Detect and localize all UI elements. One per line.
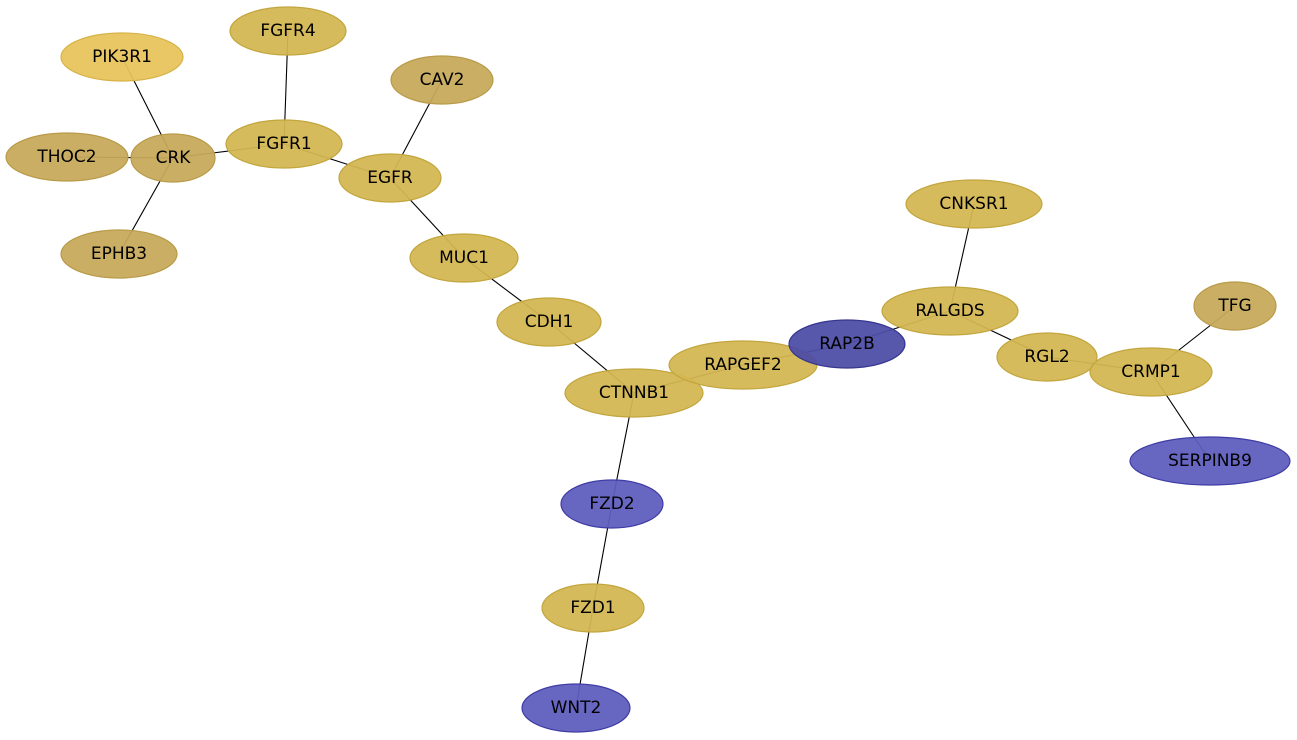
node-fzd1[interactable]: FZD1	[541, 583, 645, 633]
node-shape-muc1	[409, 233, 519, 283]
node-label-pik3r1: PIK3R1	[92, 47, 152, 67]
node-shape-tfg	[1193, 281, 1277, 331]
node-label-crk: CRK	[156, 148, 192, 168]
node-ctnnb1[interactable]: CTNNB1	[564, 368, 704, 418]
node-label-cnksr1: CNKSR1	[939, 194, 1008, 214]
node-shape-serpinb9	[1129, 436, 1291, 486]
node-label-rgl2: RGL2	[1024, 347, 1069, 367]
node-label-rapgef2: RAPGEF2	[704, 355, 782, 375]
node-ephb3[interactable]: EPHB3	[60, 229, 178, 279]
node-label-wnt2: WNT2	[551, 698, 602, 718]
node-cdh1[interactable]: CDH1	[496, 297, 602, 347]
node-shape-cdh1	[496, 297, 602, 347]
node-label-fgfr4: FGFR4	[260, 21, 315, 41]
node-egfr[interactable]: EGFR	[338, 153, 442, 203]
node-cnksr1[interactable]: CNKSR1	[905, 179, 1043, 229]
node-wnt2[interactable]: WNT2	[521, 683, 631, 733]
node-label-cdh1: CDH1	[525, 312, 574, 332]
node-rap2b[interactable]: RAP2B	[788, 319, 906, 369]
node-label-ephb3: EPHB3	[91, 244, 147, 264]
node-crk[interactable]: CRK	[130, 133, 216, 183]
node-rapgef2[interactable]: RAPGEF2	[668, 340, 818, 390]
node-shape-ralgds	[881, 286, 1019, 336]
node-shape-thoc2	[5, 132, 129, 182]
node-shape-cnksr1	[905, 179, 1043, 229]
node-shape-fzd2	[560, 479, 664, 529]
node-rgl2[interactable]: RGL2	[996, 332, 1098, 382]
node-label-fzd1: FZD1	[570, 598, 615, 618]
node-cav2[interactable]: CAV2	[390, 55, 494, 105]
node-fgfr1[interactable]: FGFR1	[225, 119, 343, 169]
node-label-ctnnb1: CTNNB1	[599, 383, 669, 403]
node-shape-egfr	[338, 153, 442, 203]
node-label-fzd2: FZD2	[589, 494, 634, 514]
node-label-crmp1: CRMP1	[1121, 362, 1180, 382]
node-pik3r1[interactable]: PIK3R1	[60, 32, 184, 82]
node-label-egfr: EGFR	[367, 168, 413, 188]
node-shape-rap2b	[788, 319, 906, 369]
node-serpinb9[interactable]: SERPINB9	[1129, 436, 1291, 486]
node-fzd2[interactable]: FZD2	[560, 479, 664, 529]
node-shape-fzd1	[541, 583, 645, 633]
node-crmp1[interactable]: CRMP1	[1089, 347, 1213, 397]
node-shape-fgfr4	[229, 6, 347, 56]
node-shape-ctnnb1	[564, 368, 704, 418]
node-label-fgfr1: FGFR1	[256, 134, 311, 154]
node-tfg[interactable]: TFG	[1193, 281, 1277, 331]
node-label-tfg: TFG	[1217, 296, 1251, 316]
node-thoc2[interactable]: THOC2	[5, 132, 129, 182]
node-shape-pik3r1	[60, 32, 184, 82]
node-shape-fgfr1	[225, 119, 343, 169]
node-shape-cav2	[390, 55, 494, 105]
node-shape-rgl2	[996, 332, 1098, 382]
node-shape-crk	[130, 133, 216, 183]
node-label-thoc2: THOC2	[36, 147, 96, 167]
node-label-rap2b: RAP2B	[819, 334, 874, 354]
node-shape-ephb3	[60, 229, 178, 279]
node-label-ralgds: RALGDS	[915, 301, 984, 321]
node-label-muc1: MUC1	[439, 248, 489, 268]
node-muc1[interactable]: MUC1	[409, 233, 519, 283]
node-label-serpinb9: SERPINB9	[1168, 451, 1252, 471]
node-label-cav2: CAV2	[420, 70, 465, 90]
node-fgfr4[interactable]: FGFR4	[229, 6, 347, 56]
node-ralgds[interactable]: RALGDS	[881, 286, 1019, 336]
node-shape-wnt2	[521, 683, 631, 733]
node-shape-crmp1	[1089, 347, 1213, 397]
